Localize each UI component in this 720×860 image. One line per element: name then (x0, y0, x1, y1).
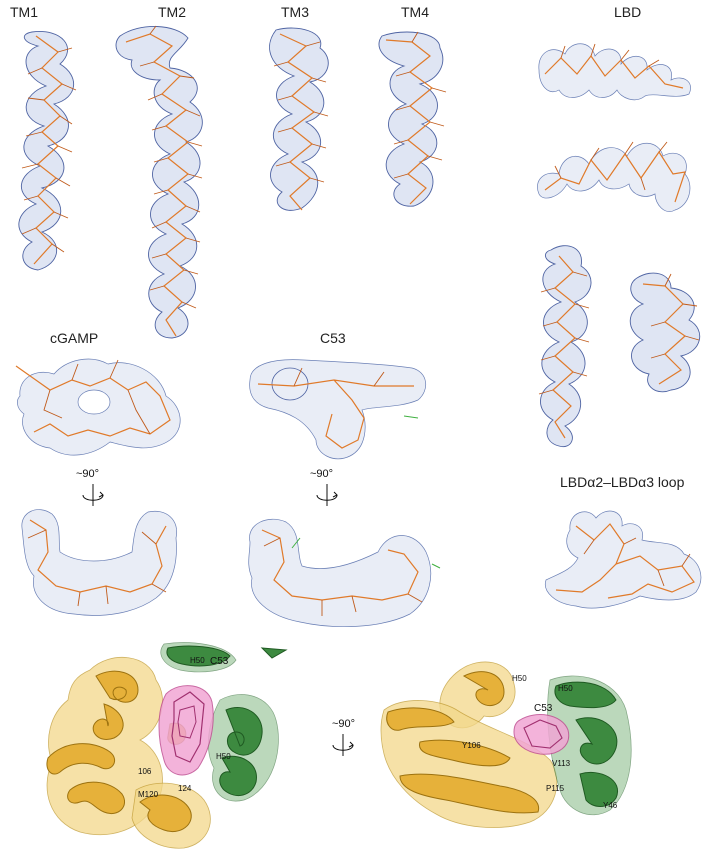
tm1-mesh (18, 31, 75, 271)
residue-label-c53-right: C53 (534, 703, 553, 714)
lbd-fragment-lower-left (538, 245, 592, 448)
binding-pocket-right (380, 661, 632, 828)
tm4-backbone (385, 31, 447, 205)
tm1-density-map (18, 31, 77, 271)
label-cgamp: cGAMP (50, 330, 99, 346)
rotation-label-c53: ~90° (310, 468, 334, 480)
label-tm1: TM1 (10, 4, 38, 20)
lbd-fragment-lower-right (629, 272, 701, 393)
cgamp-density-rotated (21, 509, 178, 616)
chain-a-cartoon-right (386, 671, 540, 814)
label-c53: C53 (320, 330, 346, 346)
rotation-label-cgamp: ~90° (76, 468, 100, 480)
tm2-density-map (115, 25, 203, 339)
residue-label-106-left: 106 (138, 767, 152, 776)
ligand-c53 (158, 685, 214, 776)
rotation-icon-c53 (316, 484, 338, 506)
tm3-backbone (273, 33, 329, 211)
residue-label-m120-left: M120 (138, 790, 159, 799)
label-loop: LBDα2–LBDα3 loop (560, 474, 685, 490)
residue-label-y46-right: Y46 (603, 801, 618, 810)
tm2-mesh (115, 26, 203, 339)
c53-density-rotated (248, 518, 441, 628)
tm2-backbone (125, 25, 203, 337)
loop-density-map (544, 510, 702, 609)
residue-label-h50b-right: H50 (558, 684, 573, 693)
residue-label-y106-right: Y106 (462, 741, 481, 750)
tm1-backbone (21, 35, 77, 265)
residue-label-p115-right: P115 (546, 784, 565, 793)
rotation-icon-bottom (332, 734, 354, 756)
chain-b-cartoon-right (547, 675, 632, 815)
tm4-mesh (378, 31, 444, 207)
tm4-density-map (378, 31, 447, 207)
residue-label-h50-left: H50 (190, 656, 205, 665)
rotation-icon-cgamp (82, 484, 104, 506)
label-tm2: TM2 (158, 4, 186, 20)
residue-label-h50b-left: H50 (216, 752, 231, 761)
lbd-density-map (537, 43, 701, 448)
tm3-mesh (269, 27, 329, 211)
residue-label-c53-left: C53 (210, 656, 229, 667)
residue-label-v113-right: V113 (552, 759, 571, 768)
rotation-label-bottom: ~90° (332, 718, 356, 730)
label-lbd: LBD (614, 4, 642, 20)
lbd-fragment-middle (537, 141, 691, 212)
residue-label-h50-right: H50 (512, 674, 527, 683)
label-tm4: TM4 (401, 4, 429, 20)
cgamp-density-top (15, 358, 181, 456)
binding-pocket-left (46, 642, 288, 849)
tm3-density-map (269, 27, 329, 211)
chain-b-cartoon (166, 645, 288, 797)
ligand-c53-right (513, 714, 570, 755)
label-tm3: TM3 (281, 4, 309, 20)
lbd-fragment-top (538, 43, 691, 101)
residue-label-124-left: 124 (178, 784, 192, 793)
c53-density-top (249, 359, 426, 460)
